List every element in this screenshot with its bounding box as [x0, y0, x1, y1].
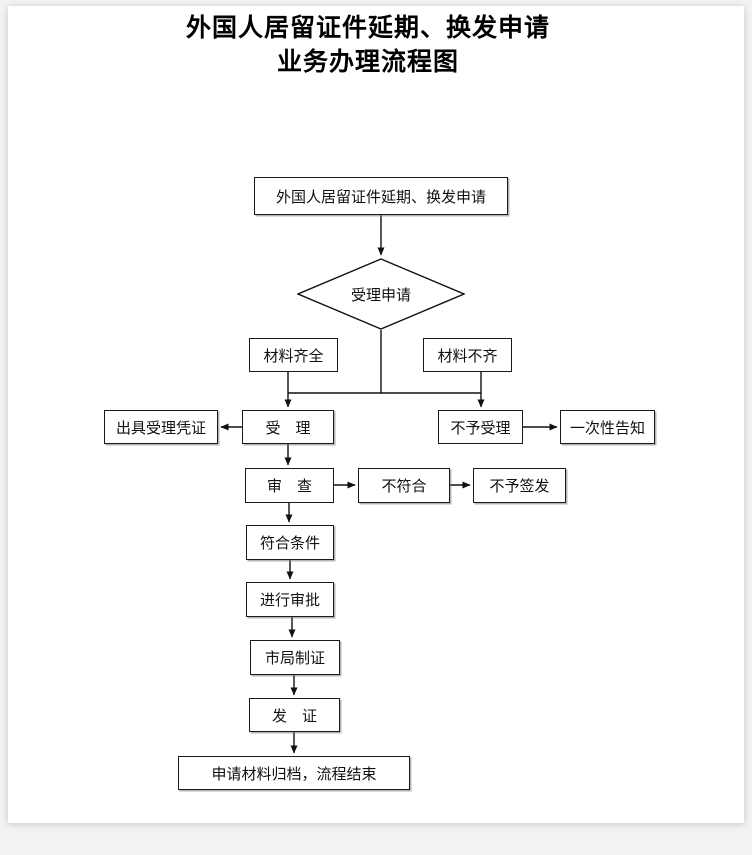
node-issue-certificate[interactable]: 发 证: [249, 698, 340, 732]
node-label: 审 查: [266, 479, 312, 495]
node-issue-receipt[interactable]: 出具受理凭证: [104, 410, 218, 444]
node-start[interactable]: 外国人居留证件延期、换发申请: [254, 177, 508, 215]
page-title: 外国人居留证件延期、换发申请 业务办理流程图: [0, 12, 736, 80]
node-label: 市局制证: [264, 651, 325, 667]
node-label: 一次性告知: [569, 420, 645, 437]
node-materials-complete[interactable]: 材料齐全: [249, 338, 338, 372]
node-label: 进行审批: [259, 593, 320, 609]
title-line-1: 外国人居留证件延期、换发申请: [185, 15, 550, 42]
node-label: 材料不齐: [437, 348, 498, 365]
node-label: 受理申请: [350, 287, 411, 304]
node-label: 不予受理: [450, 420, 511, 437]
node-label: 不予签发: [489, 479, 550, 495]
diamond-shape: [297, 258, 465, 330]
node-not-conforming[interactable]: 不符合: [358, 468, 450, 503]
node-label: 符合条件: [259, 536, 320, 552]
node-label: 受 理: [265, 420, 311, 437]
node-label: 发 证: [271, 708, 317, 725]
node-qualified[interactable]: 符合条件: [246, 525, 334, 560]
node-reject-acceptance[interactable]: 不予受理: [438, 410, 523, 444]
node-approval[interactable]: 进行审批: [246, 582, 334, 617]
node-label: 申请材料归档，流程结束: [211, 766, 377, 783]
title-line-2: 业务办理流程图: [276, 49, 459, 76]
node-accept-check[interactable]: 受理申请: [297, 258, 465, 330]
node-label: 不符合: [381, 479, 427, 495]
node-one-time-notice[interactable]: 一次性告知: [560, 410, 655, 444]
node-accept[interactable]: 受 理: [242, 410, 334, 444]
node-city-bureau-make-cert[interactable]: 市局制证: [250, 640, 340, 675]
node-no-issuance[interactable]: 不予签发: [473, 468, 566, 503]
node-label: 出具受理凭证: [115, 420, 206, 437]
node-label: 外国人居留证件延期、换发申请: [275, 189, 486, 206]
node-label: 材料齐全: [263, 348, 324, 365]
node-review[interactable]: 审 查: [245, 468, 334, 503]
node-archive-end[interactable]: 申请材料归档，流程结束: [178, 756, 410, 790]
node-materials-incomplete[interactable]: 材料不齐: [423, 338, 512, 372]
